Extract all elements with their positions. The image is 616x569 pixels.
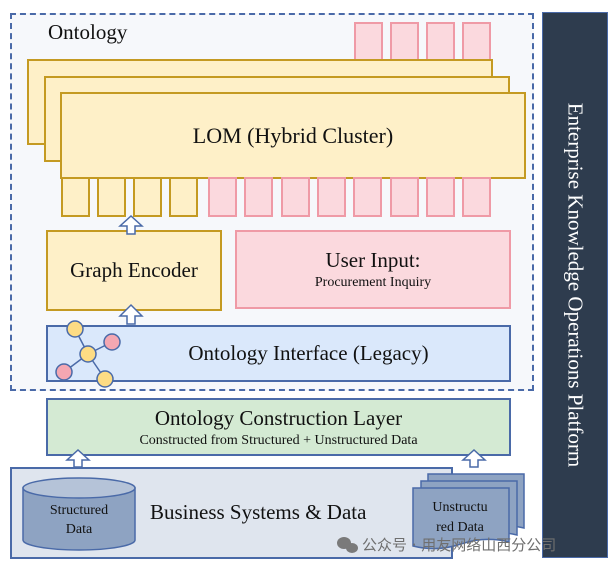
ontology-interface-label: Ontology Interface (Legacy) [188,341,429,365]
graph-network-icon [55,320,121,388]
bottom-token-pink [280,177,310,217]
database-cylinder-icon [22,477,136,551]
platform-label: Enterprise Knowledge Operations Platform [563,102,588,468]
bottom-token-pink [425,177,455,217]
user-input-subtitle: Procurement Inquiry [314,275,432,290]
unstructured-data-label-line1: Unstructu [432,500,487,515]
enterprise-platform-bar: Enterprise Knowledge Operations Platform [542,12,608,558]
bottom-token-pink [244,177,274,217]
graph-encoder-label: Graph Encoder [70,258,198,282]
unstructured-data-label-line2: red Data [436,520,485,535]
lom-hybrid-cluster-box: LOM (Hybrid Cluster) [60,92,526,179]
structured-data-label-line1: Structured [50,503,108,518]
bottom-token-pink [316,177,346,217]
user-input-box: User Input: Procurement Inquiry [235,230,511,309]
document-stack-icon [412,473,525,550]
arrow-encoder-to-lom [118,214,144,235]
ontology-construction-layer-box: Ontology Construction Layer Constructed … [46,398,511,456]
construction-layer-title: Ontology Construction Layer [154,405,403,430]
watermark-text: 公众号 · 用友网络山西分公司 [362,536,557,554]
bottom-token-gold [133,177,162,217]
ontology-frame-title: Ontology [48,20,128,44]
business-systems-label: Business Systems & Data [150,500,367,524]
bottom-token-gold [169,177,198,217]
arrow-interface-to-encoder [118,303,144,325]
lom-label: LOM (Hybrid Cluster) [192,122,394,148]
structured-data-label-line2: Data [66,522,93,537]
graph-encoder-box: Graph Encoder [46,230,222,311]
arrow-structured-to-construction [65,448,91,468]
bottom-token-gold [97,177,126,217]
bottom-token-pink [389,177,419,217]
wechat-icon [337,537,358,553]
ontology-interface-box: Ontology Interface (Legacy) [46,325,511,382]
bottom-token-pink [208,177,237,217]
arrow-unstructured-to-construction [461,448,487,468]
construction-layer-subtitle: Constructed from Structured + Unstructur… [139,432,418,448]
bottom-token-pink [353,177,383,217]
bottom-token-gold [61,177,90,217]
user-input-title: User Input: [325,248,421,272]
bottom-token-pink [462,177,492,217]
